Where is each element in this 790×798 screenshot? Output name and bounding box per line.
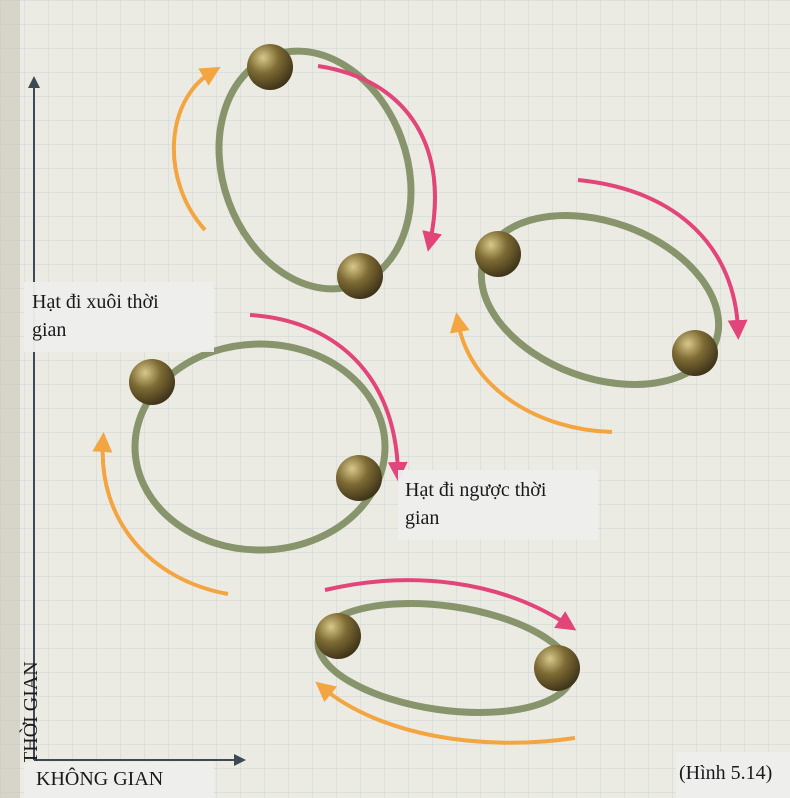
forward-particle-label: Hạt đi xuôi thời gian bbox=[32, 288, 212, 344]
particle bbox=[336, 455, 382, 501]
particle bbox=[672, 330, 718, 376]
particle bbox=[475, 231, 521, 277]
particle bbox=[247, 44, 293, 90]
particle bbox=[534, 645, 580, 691]
figure-caption: (Hình 5.14) bbox=[679, 762, 772, 785]
space-axis-label: KHÔNG GIAN bbox=[36, 768, 163, 791]
particle bbox=[129, 359, 175, 405]
time-axis-label: THỜI GIAN bbox=[20, 661, 43, 764]
forward-label-line2: gian bbox=[32, 316, 212, 344]
backward-particle-label: Hạt đi ngược thời gian bbox=[405, 476, 595, 532]
left-shade bbox=[0, 0, 20, 798]
particle bbox=[315, 613, 361, 659]
backward-label-line1: Hạt đi ngược thời bbox=[405, 476, 595, 504]
particle bbox=[337, 253, 383, 299]
forward-label-line1: Hạt đi xuôi thời bbox=[32, 288, 212, 316]
backward-label-line2: gian bbox=[405, 504, 595, 532]
